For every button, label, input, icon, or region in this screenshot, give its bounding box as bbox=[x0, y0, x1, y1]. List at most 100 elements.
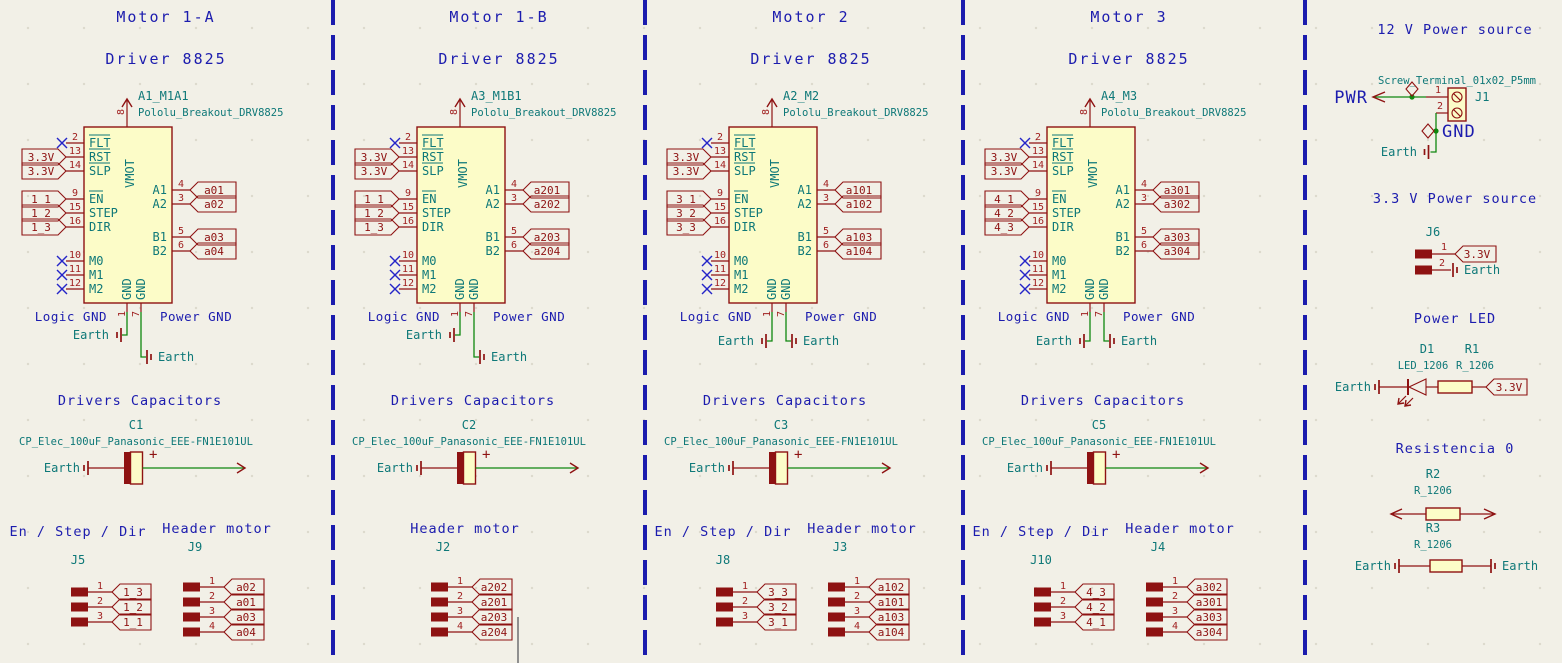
earth-label[interactable]: Earth bbox=[491, 350, 527, 364]
header-pad[interactable] bbox=[431, 627, 448, 637]
capacitor-reference[interactable]: C3 bbox=[774, 418, 788, 432]
header-pad[interactable] bbox=[1034, 587, 1051, 597]
motor-header[interactable]: Header motor J4 1 a302 2 a301 3 a303 4 a… bbox=[1125, 521, 1235, 641]
earth-label[interactable]: Earth bbox=[44, 461, 80, 475]
driver-subtitle[interactable]: Driver 8825 bbox=[1068, 50, 1189, 68]
header-pad[interactable] bbox=[71, 617, 88, 627]
net-label[interactable]: a301 bbox=[1164, 184, 1191, 197]
net-label[interactable]: a203 bbox=[481, 611, 508, 624]
header-pad[interactable] bbox=[71, 587, 88, 597]
net-label[interactable]: 3.3V bbox=[991, 165, 1018, 178]
net-label-shape[interactable] bbox=[868, 593, 910, 611]
power-gnd-label[interactable]: Power GND bbox=[160, 309, 232, 324]
net-label-shape[interactable] bbox=[756, 583, 797, 601]
net-label[interactable]: a04 bbox=[236, 626, 256, 639]
net-label-shape[interactable] bbox=[223, 608, 265, 626]
chip-body[interactable] bbox=[1046, 126, 1136, 304]
net-label-shape[interactable] bbox=[111, 583, 152, 601]
power-gnd-label[interactable]: Power GND bbox=[493, 309, 565, 324]
header-pad[interactable] bbox=[183, 597, 200, 607]
net-label[interactable]: 3_1 bbox=[768, 616, 788, 629]
motor-title[interactable]: Motor 1-A bbox=[116, 8, 215, 26]
net-label[interactable]: a103 bbox=[846, 231, 873, 244]
net-label-shape[interactable] bbox=[834, 195, 882, 213]
net-label[interactable]: a202 bbox=[534, 198, 561, 211]
wire[interactable] bbox=[122, 312, 128, 336]
section-title[interactable]: En / Step / Dir bbox=[655, 524, 792, 540]
header-pad[interactable] bbox=[828, 612, 845, 622]
connector-reference[interactable]: J2 bbox=[436, 540, 450, 554]
net-label[interactable]: a03 bbox=[236, 611, 256, 624]
header-pad[interactable] bbox=[828, 627, 845, 637]
net-label-pwr[interactable]: PWR bbox=[1334, 88, 1368, 108]
net-label-shape[interactable] bbox=[1485, 378, 1528, 396]
net-label-shape[interactable] bbox=[189, 242, 237, 260]
earth-label[interactable]: Earth bbox=[377, 461, 413, 475]
net-label-shape[interactable] bbox=[189, 195, 237, 213]
driver-capacitor[interactable]: Drivers Capacitors C1 CP_Elec_100uF_Pana… bbox=[19, 393, 253, 485]
net-label-shape[interactable] bbox=[522, 195, 570, 213]
net-label[interactable]: a102 bbox=[878, 581, 905, 594]
section-title[interactable]: 12 V Power source bbox=[1377, 22, 1532, 38]
section-title[interactable]: Drivers Capacitors bbox=[703, 393, 867, 409]
net-label-shape[interactable] bbox=[111, 613, 152, 631]
net-label[interactable]: a203 bbox=[534, 231, 561, 244]
wire[interactable] bbox=[785, 312, 791, 342]
header-pad[interactable] bbox=[1146, 582, 1163, 592]
header-pad[interactable] bbox=[1034, 617, 1051, 627]
net-label-shape[interactable] bbox=[756, 598, 797, 616]
net-label[interactable]: 3.3V bbox=[673, 165, 700, 178]
chip-body[interactable] bbox=[83, 126, 173, 304]
driver-capacitor[interactable]: Drivers Capacitors C2 CP_Elec_100uF_Pana… bbox=[352, 393, 586, 485]
net-label[interactable]: 1_2 bbox=[31, 207, 51, 220]
net-label[interactable]: 4_3 bbox=[994, 221, 1014, 234]
section-title[interactable]: 3.3 V Power source bbox=[1373, 191, 1537, 207]
net-label-shape[interactable] bbox=[984, 162, 1030, 180]
net-label-shape[interactable] bbox=[1152, 242, 1200, 260]
section-title[interactable]: Header motor bbox=[410, 521, 520, 537]
wire[interactable] bbox=[1085, 312, 1091, 342]
power-gnd-label[interactable]: Power GND bbox=[805, 309, 877, 324]
net-label-shape[interactable] bbox=[1186, 608, 1228, 626]
net-label-shape[interactable] bbox=[666, 162, 712, 180]
net-label[interactable]: 4_3 bbox=[1086, 586, 1106, 599]
header-pad[interactable] bbox=[183, 582, 200, 592]
net-label[interactable]: a204 bbox=[481, 626, 508, 639]
net-label[interactable]: a104 bbox=[878, 626, 905, 639]
earth-label[interactable]: Earth bbox=[1355, 559, 1391, 573]
net-label-shape[interactable] bbox=[1074, 598, 1115, 616]
logic-gnd-label[interactable]: Logic GND bbox=[368, 309, 440, 324]
section-title[interactable]: Header motor bbox=[162, 521, 272, 537]
header-pad[interactable] bbox=[1034, 602, 1051, 612]
net-label[interactable]: 1_3 bbox=[364, 221, 384, 234]
net-label[interactable]: 3.3V bbox=[28, 151, 55, 164]
chip-reference[interactable]: A2_M2 bbox=[783, 89, 819, 103]
net-label-shape[interactable] bbox=[354, 218, 400, 236]
net-label-shape[interactable] bbox=[1152, 195, 1200, 213]
net-label-shape[interactable] bbox=[223, 593, 265, 611]
resistor-body[interactable] bbox=[1437, 380, 1473, 394]
earth-label[interactable]: Earth bbox=[689, 461, 725, 475]
capacitor-reference[interactable]: C2 bbox=[462, 418, 476, 432]
net-label-shape[interactable] bbox=[21, 162, 67, 180]
section-title[interactable]: En / Step / Dir bbox=[10, 524, 147, 540]
net-label[interactable]: 3.3V bbox=[673, 151, 700, 164]
logic-gnd-label[interactable]: Logic GND bbox=[35, 309, 107, 324]
esd-header[interactable]: En / Step / Dir J8 1 3_3 2 3_2 3 3_1 bbox=[655, 524, 797, 631]
section-title[interactable]: Header motor bbox=[807, 521, 917, 537]
header-pad[interactable] bbox=[1415, 249, 1432, 259]
connector-reference[interactable]: J9 bbox=[188, 540, 202, 554]
driver-chip[interactable]: A3_M1B1 Pololu_Breakout_DRV8825 8 VMOT 2… bbox=[354, 89, 616, 364]
resistor-reference[interactable]: R3 bbox=[1426, 521, 1440, 535]
net-label-shape[interactable] bbox=[1074, 613, 1115, 631]
net-label-shape[interactable] bbox=[868, 608, 910, 626]
header-pad[interactable] bbox=[431, 582, 448, 592]
net-label[interactable]: 3.3V bbox=[991, 151, 1018, 164]
connector-reference[interactable]: J1 bbox=[1475, 90, 1489, 104]
net-label[interactable]: 4_1 bbox=[994, 193, 1014, 206]
net-label[interactable]: a302 bbox=[1164, 198, 1191, 211]
net-label[interactable]: 3.3V bbox=[1496, 381, 1523, 394]
driver-subtitle[interactable]: Driver 8825 bbox=[750, 50, 871, 68]
resistor-reference[interactable]: R2 bbox=[1426, 467, 1440, 481]
net-label-shape[interactable] bbox=[1186, 578, 1228, 596]
